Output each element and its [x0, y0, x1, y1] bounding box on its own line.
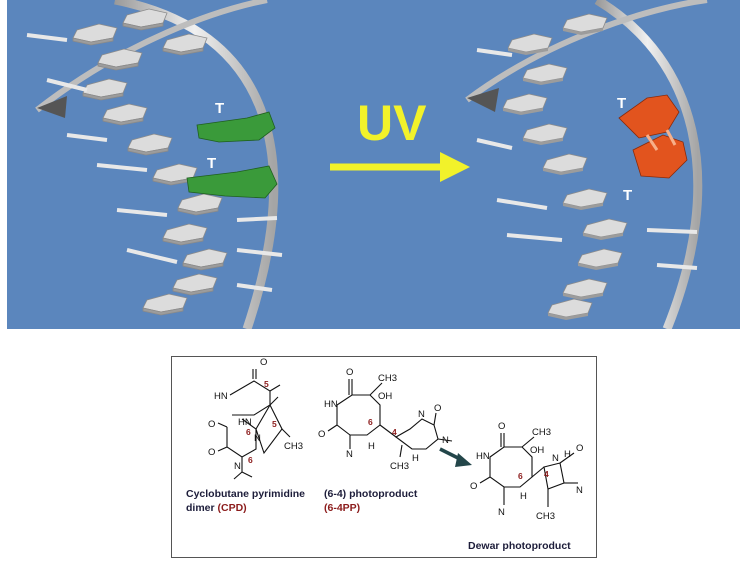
left-thymine-label-2: T — [207, 155, 216, 172]
pp64-o-top: O — [346, 367, 353, 378]
dewar-n-right: N — [576, 485, 583, 496]
chemical-structures: O HN O HN N O N CH3 5 6 5 6 Cyclobutane … — [186, 357, 583, 552]
cpd-n-mid: N — [254, 433, 261, 444]
uv-arrow: UV — [330, 95, 470, 182]
dewar-oh: OH — [530, 445, 544, 456]
cpd-number-5-top: 5 — [264, 379, 269, 389]
pp64-ch3-low: CH3 — [390, 461, 409, 472]
right-dna-helix: T T — [465, 0, 708, 329]
left-thymine-label-1: T — [215, 100, 224, 117]
left-thymine-pair — [186, 111, 278, 199]
right-thymine-label-1: T — [617, 95, 626, 112]
cpd-number-6-low: 6 — [248, 455, 253, 465]
pp64-number-6: 6 — [368, 417, 373, 427]
dewar-n: N — [498, 507, 505, 518]
cpd-hn-mid: HN — [238, 417, 252, 428]
pp64-o-right: O — [434, 403, 441, 414]
right-thymine-dimer — [618, 94, 688, 179]
dewar-o-right: O — [576, 443, 583, 454]
pp64-n: N — [346, 449, 353, 460]
cpd-o-mid: O — [208, 447, 215, 458]
cpd-o-top: O — [260, 357, 267, 368]
dewar-structure: O CH3 HN OH O N H N H O N CH3 6 4 Dewar … — [468, 421, 583, 552]
dewar-number-6: 6 — [518, 471, 523, 481]
cpd-ch3-right: CH3 — [284, 441, 303, 452]
cpd-number-5-low: 5 — [272, 419, 277, 429]
dewar-h-bridge: H — [564, 449, 571, 460]
pp64-ch3: CH3 — [378, 373, 397, 384]
dna-illustration: T T UV — [26, 0, 708, 329]
pp64-hn: HN — [324, 399, 338, 410]
uv-label: UV — [357, 95, 427, 151]
dewar-o-left: O — [470, 481, 477, 492]
pp64-h: H — [368, 441, 375, 452]
dewar-number-4: 4 — [544, 469, 549, 479]
pp64-n-right: N — [418, 409, 425, 420]
pp64-n-far: N — [442, 435, 449, 446]
conversion-arrow — [439, 447, 472, 467]
pp64-o-left: O — [318, 429, 325, 440]
cpd-hn-top: HN — [214, 391, 228, 402]
dewar-n-bridge: N — [552, 453, 559, 464]
pp64-number-4: 4 — [392, 427, 397, 437]
pp64-caption-line2: (6-4PP) — [324, 502, 360, 514]
dewar-h: H — [520, 491, 527, 502]
cpd-caption-line2: dimer (CPD) — [186, 502, 247, 514]
photoproduct-structures-box: O HN O HN N O N CH3 5 6 5 6 Cyclobutane … — [171, 356, 597, 558]
dewar-caption: Dewar photoproduct — [468, 540, 571, 552]
cpd-caption-line1: Cyclobutane pyrimidine — [186, 488, 305, 500]
pp64-h-low: H — [412, 453, 419, 464]
dewar-hn: HN — [476, 451, 490, 462]
pp64-caption-line1: (6-4) photoproduct — [324, 488, 418, 500]
cpd-o-left: O — [208, 419, 215, 430]
dewar-o-top: O — [498, 421, 505, 432]
cpd-structure: O HN O HN N O N CH3 5 6 5 6 Cyclobutane … — [186, 357, 305, 514]
dewar-ch3: CH3 — [532, 427, 551, 438]
cpd-number-6-top: 6 — [246, 427, 251, 437]
cpd-n-low: N — [234, 461, 241, 472]
pp64-structure: O CH3 HN OH O N H N O N CH3 H 6 4 (6-4) … — [318, 367, 453, 514]
right-thymine-label-2: T — [623, 187, 632, 204]
left-dna-helix: T T — [26, 0, 283, 329]
dna-illustration-panel: T T UV — [7, 0, 740, 329]
dewar-ch3-low: CH3 — [536, 511, 555, 522]
pp64-oh: OH — [378, 391, 392, 402]
